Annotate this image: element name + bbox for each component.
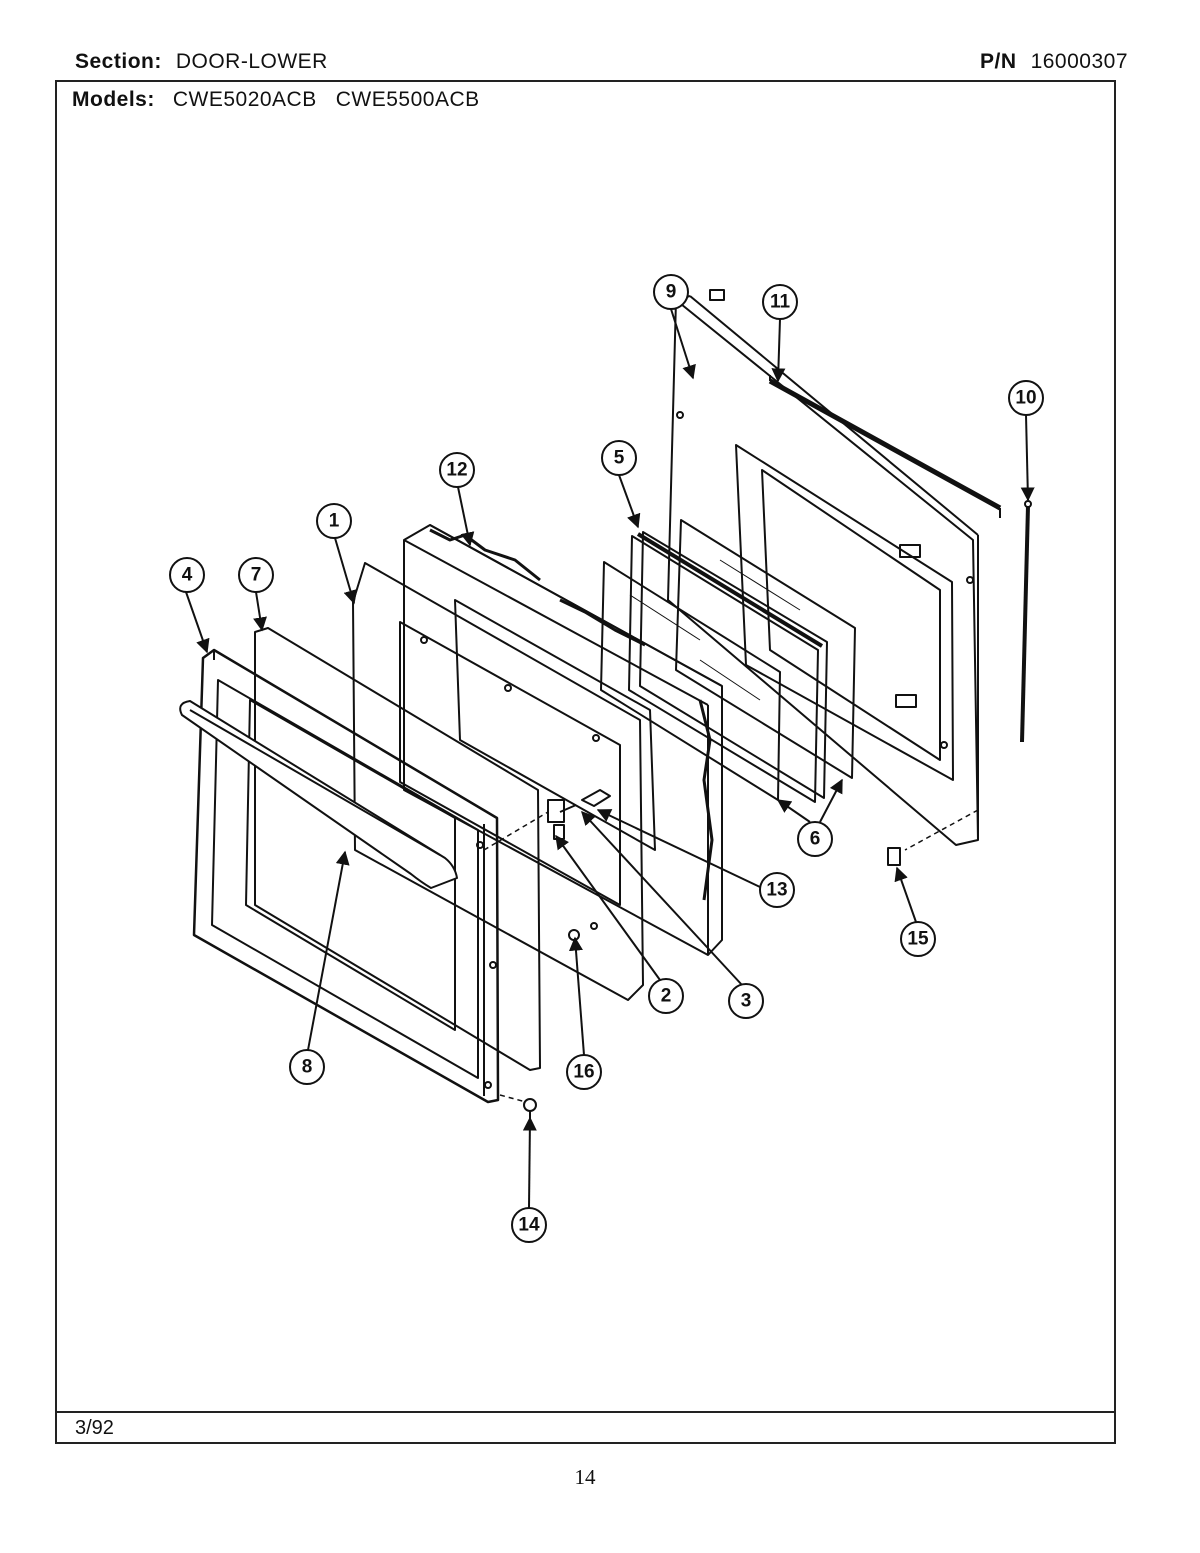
svg-text:6: 6: [810, 829, 821, 850]
pn-label: P/N: [980, 50, 1017, 73]
models-label: Models:: [72, 88, 155, 111]
callouts: 9 11 10 5 12 1 4 7 6 13 15 2 3 8 16 14: [169, 274, 1044, 1243]
part-outer-frame: [192, 648, 500, 1104]
part-screw-14: [523, 1098, 537, 1118]
part-insulation-sheet: [254, 627, 541, 1071]
part-inner-panel: [352, 562, 644, 1001]
part-hinge-bracket: [547, 789, 611, 840]
part-handle: [179, 700, 458, 889]
part-screw-16: [568, 922, 598, 941]
part-insulation: [403, 524, 723, 956]
part-bumper: [887, 847, 901, 866]
alignment-lines: [483, 809, 979, 1103]
models-heading: Models: CWE5020ACB CWE5500ACB: [72, 88, 480, 112]
callout-10: 10: [1008, 380, 1044, 416]
svg-text:1: 1: [329, 511, 340, 532]
svg-text:9: 9: [666, 282, 677, 303]
part-inner-liner: [667, 289, 979, 846]
svg-text:15: 15: [907, 929, 929, 950]
footer-divider: [55, 1411, 1116, 1413]
svg-text:10: 10: [1015, 388, 1036, 409]
callout-13: 13: [759, 872, 795, 908]
callout-8: 8: [289, 1049, 325, 1085]
section-value: DOOR-LOWER: [175, 50, 328, 73]
leader-lines: [185, 308, 1035, 1209]
callout-15: 15: [900, 921, 936, 957]
revision-date: 3/92: [75, 1417, 114, 1439]
callout-2: 2: [648, 978, 684, 1014]
svg-text:4: 4: [182, 565, 193, 586]
svg-text:2: 2: [661, 986, 672, 1007]
pn-value: 16000307: [1030, 50, 1128, 73]
svg-text:7: 7: [251, 565, 262, 586]
svg-text:5: 5: [614, 448, 625, 469]
callout-9: 9: [653, 274, 689, 310]
models-value: CWE5020ACB CWE5500ACB: [172, 88, 480, 111]
callout-1: 1: [316, 503, 352, 539]
svg-text:3: 3: [741, 991, 752, 1012]
callout-7: 7: [238, 557, 274, 593]
callout-5: 5: [601, 440, 637, 476]
callout-14: 14: [511, 1207, 547, 1243]
svg-text:13: 13: [766, 880, 787, 901]
svg-text:8: 8: [302, 1057, 313, 1078]
svg-text:14: 14: [518, 1215, 540, 1236]
callout-3: 3: [728, 983, 764, 1019]
part-side-rod: [1020, 500, 1032, 743]
section-heading: Section: DOOR-LOWER: [75, 50, 328, 74]
callout-4: 4: [169, 557, 205, 593]
diagram-frame: [55, 80, 1116, 1444]
callout-11: 11: [762, 284, 798, 320]
svg-text:11: 11: [770, 292, 791, 313]
callout-16: 16: [566, 1054, 602, 1090]
page-number: 14: [574, 1465, 596, 1489]
svg-text:16: 16: [573, 1062, 594, 1083]
part-top-rod: [768, 375, 1002, 518]
callout-12: 12: [439, 452, 475, 488]
callout-6: 6: [797, 821, 833, 857]
svg-text:12: 12: [446, 460, 467, 481]
section-label: Section:: [75, 50, 162, 73]
part-number-heading: P/N 16000307: [980, 50, 1128, 74]
